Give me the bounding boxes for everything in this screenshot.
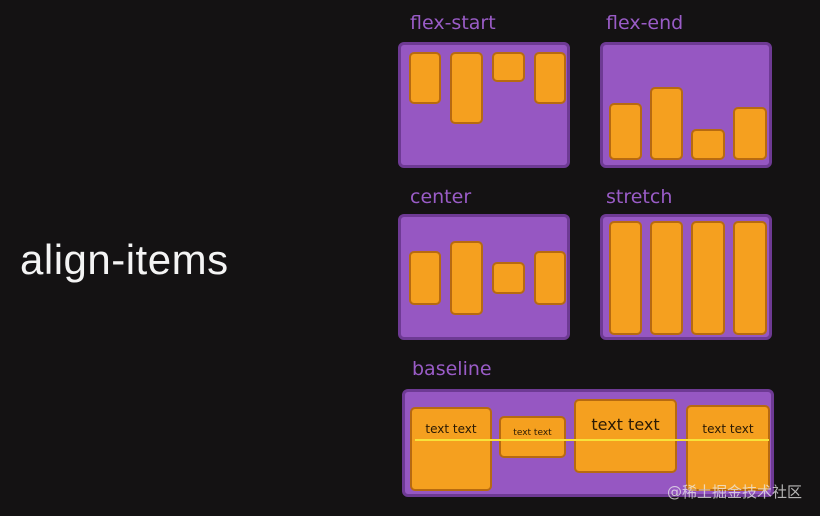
baseline-line (415, 439, 769, 441)
flex-item (650, 221, 683, 335)
baseline-item: text text (686, 405, 770, 491)
baseline-item-text: text text (702, 422, 754, 436)
flex-item (650, 87, 683, 160)
panel-flex-end (600, 42, 772, 168)
panel-stretch (600, 214, 772, 340)
flex-item (450, 52, 483, 124)
baseline-item: text text (410, 407, 492, 491)
flex-item (691, 129, 725, 160)
watermark: @稀土掘金技术社区 (666, 483, 802, 501)
flex-item (733, 107, 767, 160)
flex-item (534, 251, 566, 305)
baseline-item: text text (574, 399, 677, 473)
baseline-item: text text (499, 416, 566, 458)
flex-item (534, 52, 566, 104)
flex-item (409, 52, 441, 104)
baseline-item-text: text text (591, 415, 660, 434)
main-title: align-items (20, 236, 229, 283)
label-baseline: baseline (412, 358, 492, 380)
flex-item (691, 221, 725, 335)
flex-item (409, 251, 441, 305)
baseline-item-text: text text (425, 422, 477, 436)
baseline-item-text: text text (513, 428, 552, 438)
flex-item (609, 103, 642, 160)
label-stretch: stretch (606, 186, 673, 208)
flex-item (733, 221, 767, 335)
label-flex-start: flex-start (410, 12, 496, 34)
panel-baseline: text text text text text text text text (402, 389, 774, 497)
panel-center (398, 214, 570, 340)
panel-flex-start (398, 42, 570, 168)
flex-item (450, 241, 483, 315)
flex-item (609, 221, 642, 335)
flex-item (492, 262, 525, 294)
label-center: center (410, 186, 472, 208)
label-flex-end: flex-end (606, 12, 684, 34)
flex-item (492, 52, 525, 82)
